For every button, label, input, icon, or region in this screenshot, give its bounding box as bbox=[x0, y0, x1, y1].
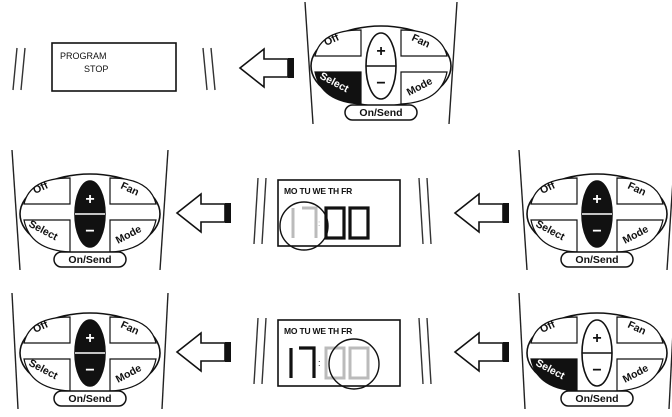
row3-right-arrow-icon bbox=[455, 333, 509, 371]
svg-text::: : bbox=[318, 358, 321, 368]
on-send-label: On/Send bbox=[68, 393, 111, 405]
row1-display-panel: PROGRAM STOP bbox=[13, 43, 215, 91]
on-send-label: On/Send bbox=[68, 254, 111, 266]
row2-left-remote: Off Fan Select Mode + − On/Send bbox=[12, 150, 168, 270]
plus-icon: + bbox=[85, 330, 94, 347]
row2-left-arrow-icon bbox=[177, 194, 231, 232]
row3-lcd-days: MO TU WE TH FR bbox=[284, 326, 352, 336]
svg-text::: : bbox=[318, 219, 320, 228]
row2-display-panel: MO TU WE TH FR : bbox=[254, 178, 431, 250]
minus-icon: − bbox=[85, 223, 94, 240]
row2-right-arrow-icon bbox=[455, 194, 509, 232]
row3-right-remote: Off Fan Select Mode + − On/Send bbox=[519, 293, 672, 409]
row2-lcd-days: MO TU WE TH FR bbox=[284, 186, 352, 196]
on-send-label: On/Send bbox=[575, 393, 618, 405]
row3-left-arrow-icon bbox=[177, 333, 231, 371]
plus-icon: + bbox=[592, 191, 601, 208]
on-send-label: On/Send bbox=[575, 254, 618, 266]
plus-icon: + bbox=[85, 191, 94, 208]
row1-lcd-line1: PROGRAM bbox=[60, 51, 107, 61]
plus-icon: + bbox=[592, 330, 601, 347]
row3-left-remote: Off Fan Select Mode + − On/Send bbox=[12, 293, 168, 409]
minus-icon: − bbox=[592, 223, 601, 240]
minus-icon: − bbox=[85, 362, 94, 379]
row1-arrow-icon bbox=[240, 49, 294, 87]
row1-remote: Off Fan Select Mode + − On/Send bbox=[305, 2, 457, 124]
plus-icon: + bbox=[376, 43, 385, 60]
minus-icon: − bbox=[592, 362, 601, 379]
minus-icon: − bbox=[376, 75, 385, 92]
row2-right-remote: Off Fan Select Mode + − On/Send bbox=[519, 150, 672, 270]
on-send-label: On/Send bbox=[359, 107, 402, 119]
row3-display-panel: MO TU WE TH FR : bbox=[254, 318, 431, 389]
row1-lcd-line2: STOP bbox=[84, 64, 108, 74]
